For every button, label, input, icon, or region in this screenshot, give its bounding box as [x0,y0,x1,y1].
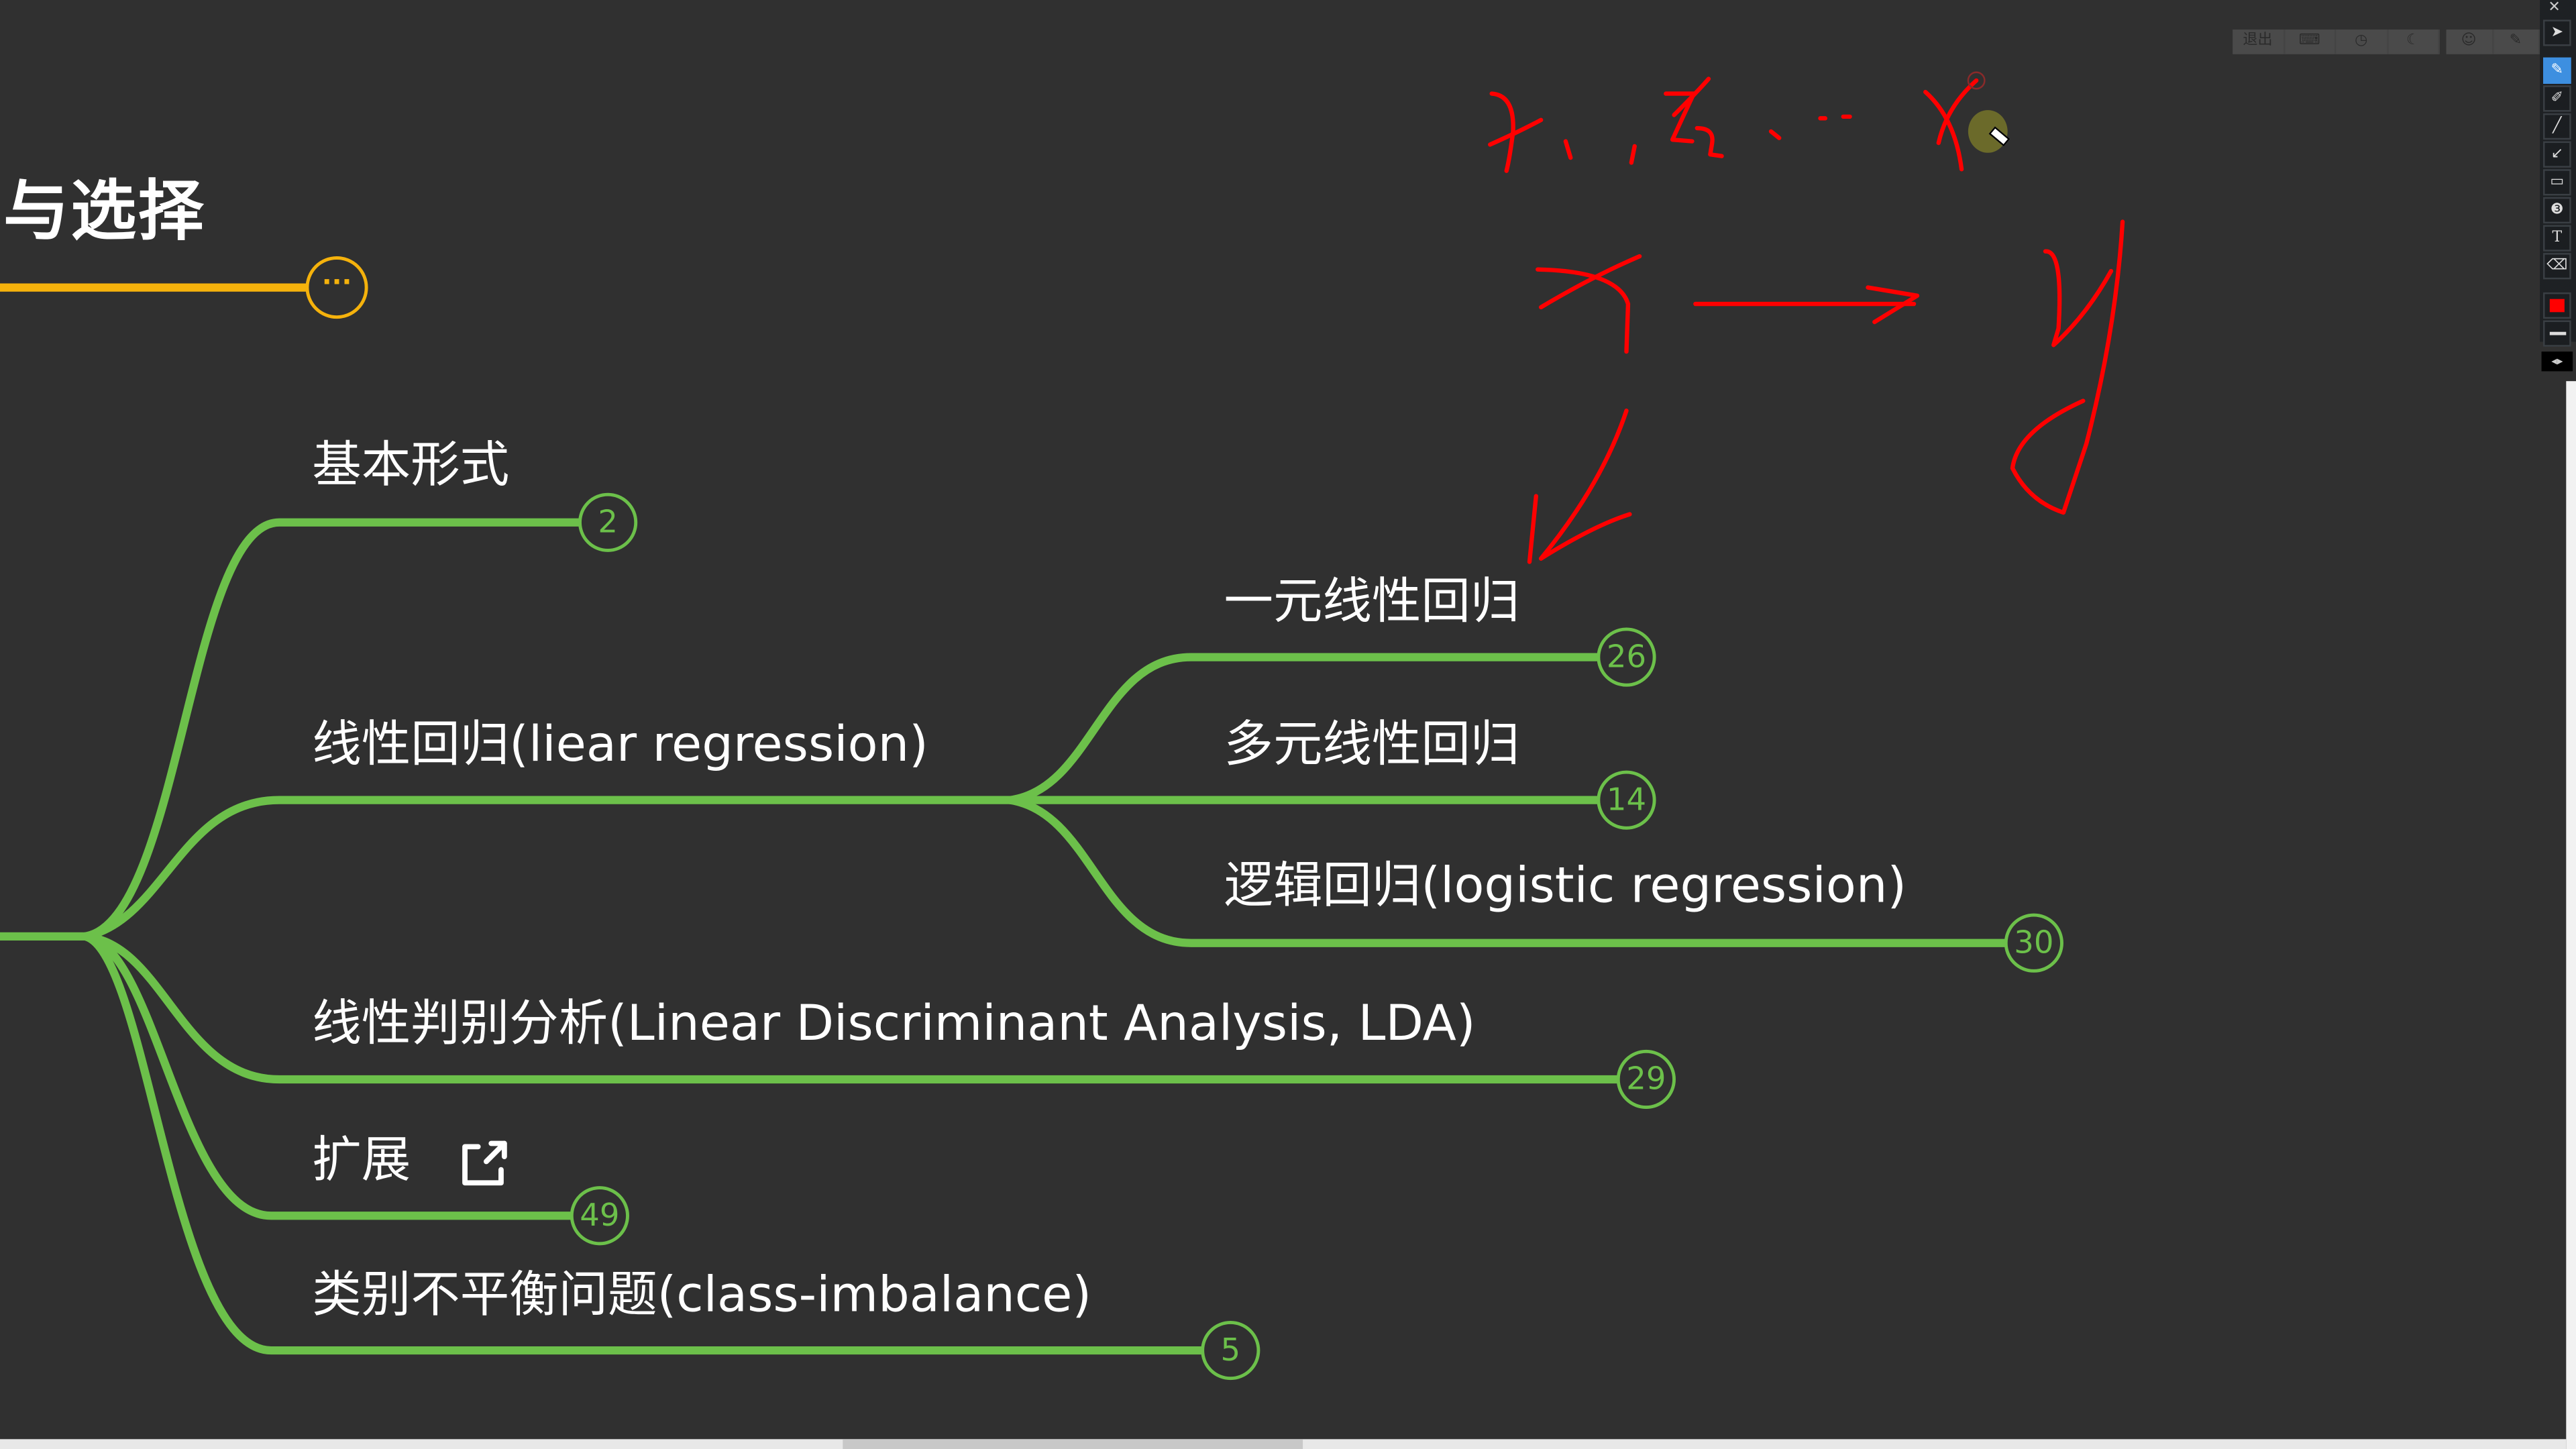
arrow-icon[interactable]: ↙ [2543,141,2571,168]
keyboard-icon[interactable]: ⌨ [2284,30,2337,54]
branch-line-extension [81,932,576,1220]
horizontal-scrollbar[interactable] [0,1439,2567,1449]
eraser-icon[interactable]: ⌫ [2543,253,2571,280]
topic-multivariate-linear-regression[interactable]: 多元线性回归 [1224,716,1520,774]
pin-icon[interactable]: ✎ [2493,30,2540,54]
smile-icon[interactable]: ☺ [2447,30,2493,54]
count-badge[interactable]: 2 [578,492,638,552]
cursor-icon[interactable]: ➤ [2543,19,2571,46]
branch-line-linear-regression [81,796,1023,941]
root-topic-title[interactable]: 与选择 [3,174,206,250]
branch-line-lda [81,932,1623,1084]
annotation-top-toolbar: 退出 ⌨ ◷ ☾ [2233,30,2440,54]
count-badge[interactable]: 14 [1597,770,1656,830]
topic-linear-regression[interactable]: 线性回归(liear regression) [312,716,928,774]
clock-icon[interactable]: ◷ [2336,30,2388,54]
text-icon[interactable]: T [2543,225,2571,252]
branch-line-univariate [1006,653,1603,804]
moon-icon[interactable]: ☾ [2388,30,2440,54]
color-picker[interactable] [2543,292,2571,319]
count-badge[interactable]: 29 [1616,1049,1676,1110]
annotation-top-toolbar-right: ☺ ✎ [2446,30,2540,54]
annotation-tool-palette: ✕ ➤ ✎ ✐ ╱ ↙ ▭ ❸ T ⌫ ◂▸ [2540,0,2576,372]
more-button[interactable]: ··· [305,256,368,319]
branch-line-basic-form [81,518,583,941]
topic-extension[interactable]: 扩展 [312,1132,411,1190]
topic-class-imbalance[interactable]: 类别不平衡问题(class-imbalance) [312,1267,1092,1324]
branch-line-imbalance [81,932,1207,1355]
pen-icon[interactable]: ✎ [2543,57,2571,84]
scrollbar-thumb[interactable] [843,1439,1303,1449]
topic-basic-form[interactable]: 基本形式 [312,437,510,495]
close-icon[interactable]: ✕ [2548,0,2561,17]
external-link-icon[interactable] [458,1137,511,1189]
rectangle-icon[interactable]: ▭ [2543,169,2571,196]
branch-line-logistic [1006,796,2008,947]
count-badge[interactable]: 26 [1597,627,1656,687]
exit-button[interactable]: 退出 [2233,30,2285,54]
highlighter-icon[interactable]: ✐ [2543,85,2571,112]
count-badge[interactable]: 5 [1201,1320,1260,1381]
topic-lda[interactable]: 线性判别分析(Linear Discriminant Analysis, LDA… [312,996,1476,1053]
count-badge[interactable]: 49 [570,1186,629,1246]
count-badge[interactable]: 30 [2004,913,2063,973]
topic-univariate-linear-regression[interactable]: 一元线性回归 [1224,573,1520,631]
line-icon[interactable]: ╱ [2543,113,2571,140]
number-stamp-icon[interactable]: ❸ [2543,197,2571,224]
palette-move-arrows[interactable]: ◂▸ [2541,352,2573,372]
right-edge [2566,381,2576,1449]
stroke-width-picker[interactable] [2543,320,2571,347]
topic-logistic-regression[interactable]: 逻辑回归(logistic regression) [1224,857,1907,916]
